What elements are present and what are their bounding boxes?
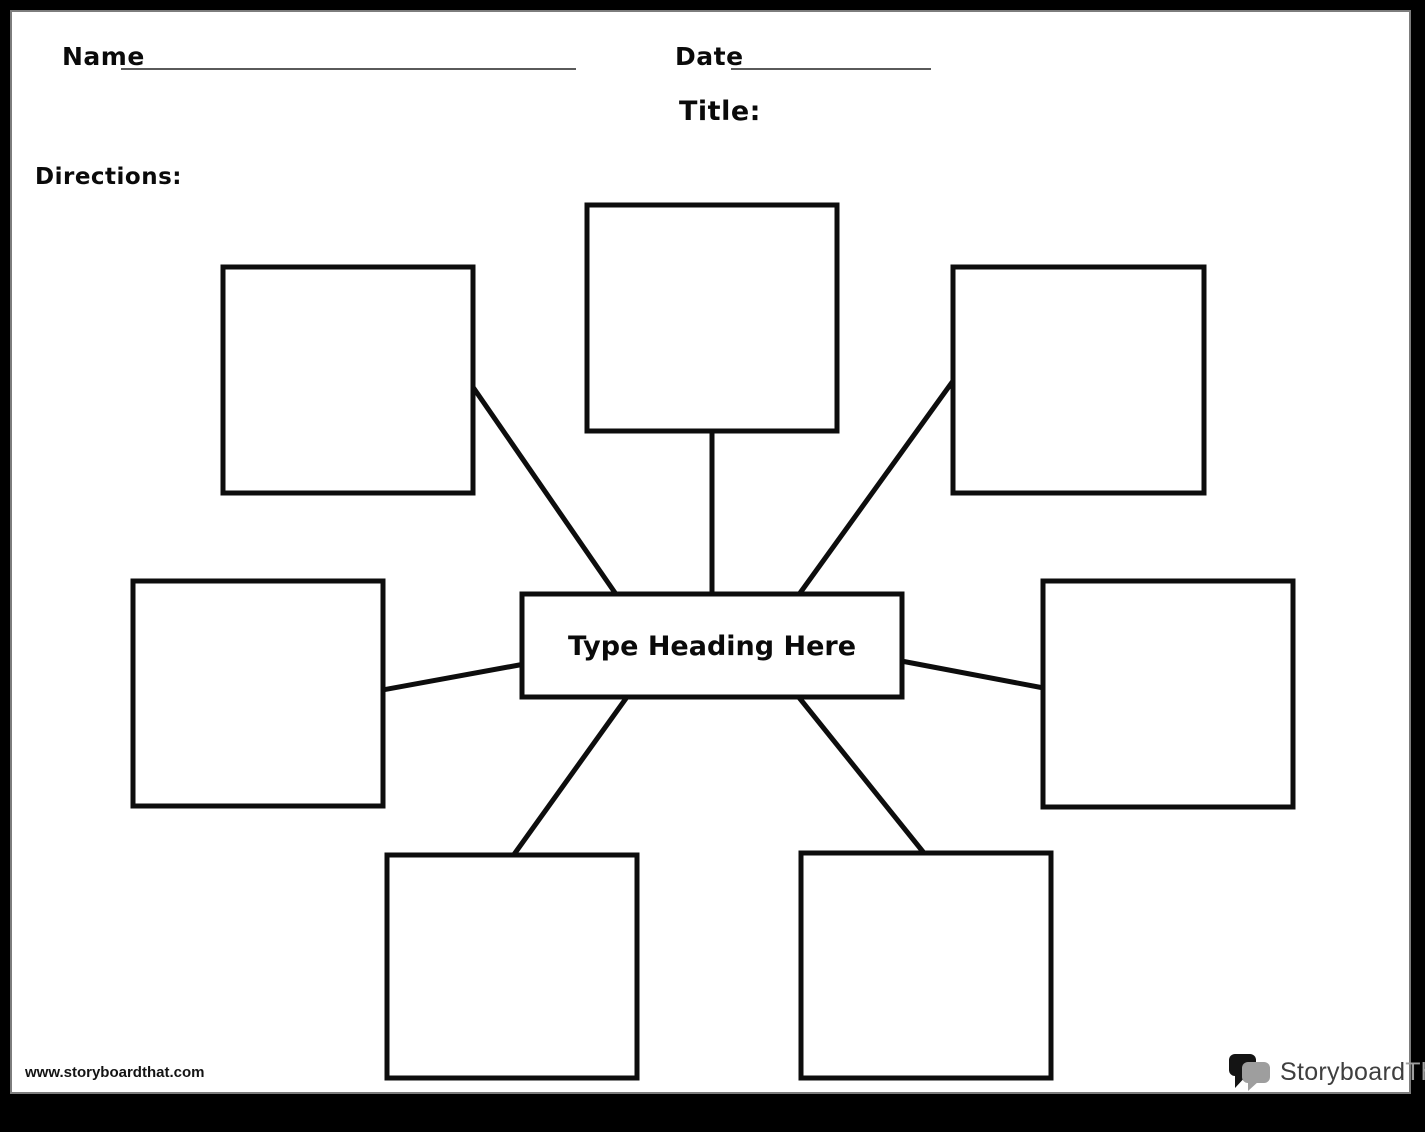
center-heading-box[interactable]: [519, 591, 905, 700]
connector-line-bottom-left: [507, 688, 635, 862]
connector-line-top-left: [463, 375, 623, 602]
title-label: Title:: [679, 96, 761, 127]
connector-line-top-right: [792, 372, 961, 602]
storyboardthat-logo: StoryboardThat: [1229, 1052, 1425, 1092]
connector-line-middle-right: [895, 657, 1050, 692]
date-label: Date: [675, 42, 744, 71]
spider-box-bottom-right[interactable]: [798, 850, 1054, 1081]
logo-text: StoryboardThat: [1280, 1058, 1425, 1087]
directions-label: Directions:: [35, 164, 182, 190]
name-label: Name: [62, 42, 145, 71]
spider-box-top-center[interactable]: [584, 202, 840, 434]
connector-line-bottom-right: [791, 688, 930, 860]
speech-bubbles-icon: [1229, 1054, 1270, 1091]
site-url: www.storyboardthat.com: [25, 1064, 205, 1081]
spider-box-top-left[interactable]: [220, 264, 476, 496]
logo-text-secondary: That: [1405, 1057, 1425, 1086]
spider-box-middle-right[interactable]: [1040, 578, 1296, 810]
name-underline: [121, 68, 576, 70]
logo-text-primary: Storyboard: [1280, 1057, 1406, 1086]
spider-box-top-right[interactable]: [950, 264, 1207, 496]
center-heading-label[interactable]: Type Heading Here: [568, 631, 856, 662]
connector-line-middle-left: [376, 660, 531, 694]
spider-box-middle-left[interactable]: [130, 578, 386, 809]
spider-box-bottom-left[interactable]: [384, 852, 640, 1081]
date-underline: [731, 68, 931, 70]
